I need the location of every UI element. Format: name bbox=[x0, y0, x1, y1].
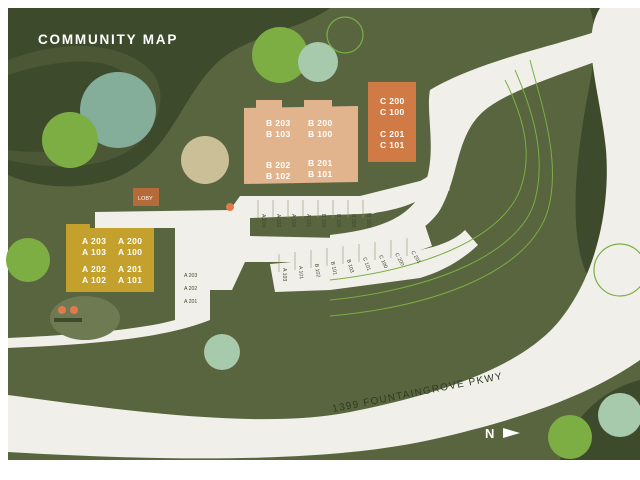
unit-label: A 101 bbox=[118, 275, 142, 285]
parking-lot bbox=[8, 175, 440, 348]
unit-label: C 101 bbox=[380, 140, 405, 150]
parking-stall-label: B 100 bbox=[335, 214, 341, 228]
person-icon bbox=[58, 306, 66, 314]
trees bbox=[6, 16, 640, 459]
parking-stall-label: C 101 bbox=[361, 257, 371, 272]
seating-area bbox=[50, 296, 120, 340]
tree-outline-2 bbox=[593, 243, 640, 297]
unit-label: A 203 bbox=[82, 236, 106, 246]
unit-label: B 102 bbox=[266, 171, 291, 181]
tree-green-4 bbox=[548, 415, 592, 459]
parking-stall-label: B 301 bbox=[365, 214, 371, 228]
person-icon bbox=[226, 203, 234, 211]
courtyard bbox=[181, 136, 229, 184]
unit-label: A 100 bbox=[118, 247, 142, 257]
tree-light-1 bbox=[298, 42, 338, 82]
unit-label: C 201 bbox=[380, 129, 405, 139]
parking-stall-label: B 203 bbox=[350, 214, 356, 228]
parking-stall-label: A 101 bbox=[297, 266, 304, 280]
parking-stall-label: A 201 bbox=[184, 299, 197, 305]
unit-label: C 200 bbox=[380, 96, 405, 106]
building-a[interactable] bbox=[66, 224, 154, 292]
unit-label: A 103 bbox=[82, 247, 106, 257]
bench bbox=[54, 318, 82, 322]
parking-stall-label: A 100 bbox=[290, 214, 296, 227]
parking-stall-label: B 102 bbox=[313, 263, 321, 277]
tree-green-2 bbox=[252, 27, 308, 83]
tree-green-1 bbox=[42, 112, 98, 168]
curve-road bbox=[330, 30, 600, 255]
upper-lane bbox=[360, 176, 450, 214]
unit-label: C 100 bbox=[380, 107, 405, 117]
unit-label: A 202 bbox=[82, 264, 106, 274]
unit-label: B 202 bbox=[266, 160, 291, 170]
parking-stall-label: A 101 bbox=[305, 214, 311, 227]
unit-label: B 101 bbox=[308, 169, 333, 179]
tree-light-3 bbox=[598, 393, 640, 437]
tree-light-2 bbox=[204, 334, 240, 370]
parking-stall-label: B 101 bbox=[329, 261, 338, 276]
building-c[interactable] bbox=[368, 82, 416, 162]
lobby-label: LOBY bbox=[138, 196, 153, 202]
lobby-building[interactable] bbox=[133, 188, 159, 206]
parking-stall-label: A 102 bbox=[275, 214, 281, 227]
unit-label: B 203 bbox=[266, 118, 291, 128]
unit-label: B 201 bbox=[308, 158, 333, 168]
parking-stall-labels: A 200 A 102 A 100 A 101 B 103 B 100 B 203 B 301… bbox=[184, 200, 422, 305]
lower-parking bbox=[270, 230, 478, 292]
parking-stall-label: A 202 bbox=[184, 286, 197, 292]
tree-green-3 bbox=[6, 238, 50, 282]
parking-stall-label: C 100 bbox=[377, 254, 388, 269]
unit-label: B 200 bbox=[308, 118, 333, 128]
loop-lines bbox=[329, 59, 554, 317]
north-label: N bbox=[485, 426, 494, 441]
parkway-road bbox=[8, 8, 640, 459]
tree-outline-1 bbox=[326, 16, 364, 54]
parking-stall-label: A 103 bbox=[281, 268, 287, 281]
unit-label: A 201 bbox=[118, 264, 142, 274]
parking-stall-label: B 103 bbox=[320, 214, 326, 228]
parking-stall-label: A 203 bbox=[184, 273, 197, 279]
parking-stall-label: B 103 bbox=[345, 259, 355, 274]
building-b[interactable] bbox=[244, 100, 358, 184]
north-arrow-icon bbox=[503, 428, 520, 438]
unit-label: A 200 bbox=[118, 236, 142, 246]
unit-label: B 100 bbox=[308, 129, 333, 139]
tree-teal-1 bbox=[80, 72, 156, 148]
person-icon bbox=[70, 306, 78, 314]
map-title: COMMUNITY MAP bbox=[38, 32, 178, 47]
unit-label: B 103 bbox=[266, 129, 291, 139]
unit-label: A 102 bbox=[82, 275, 106, 285]
parking-stall-label: A 200 bbox=[260, 214, 266, 227]
parking-stall-label: C 200 bbox=[393, 252, 405, 267]
